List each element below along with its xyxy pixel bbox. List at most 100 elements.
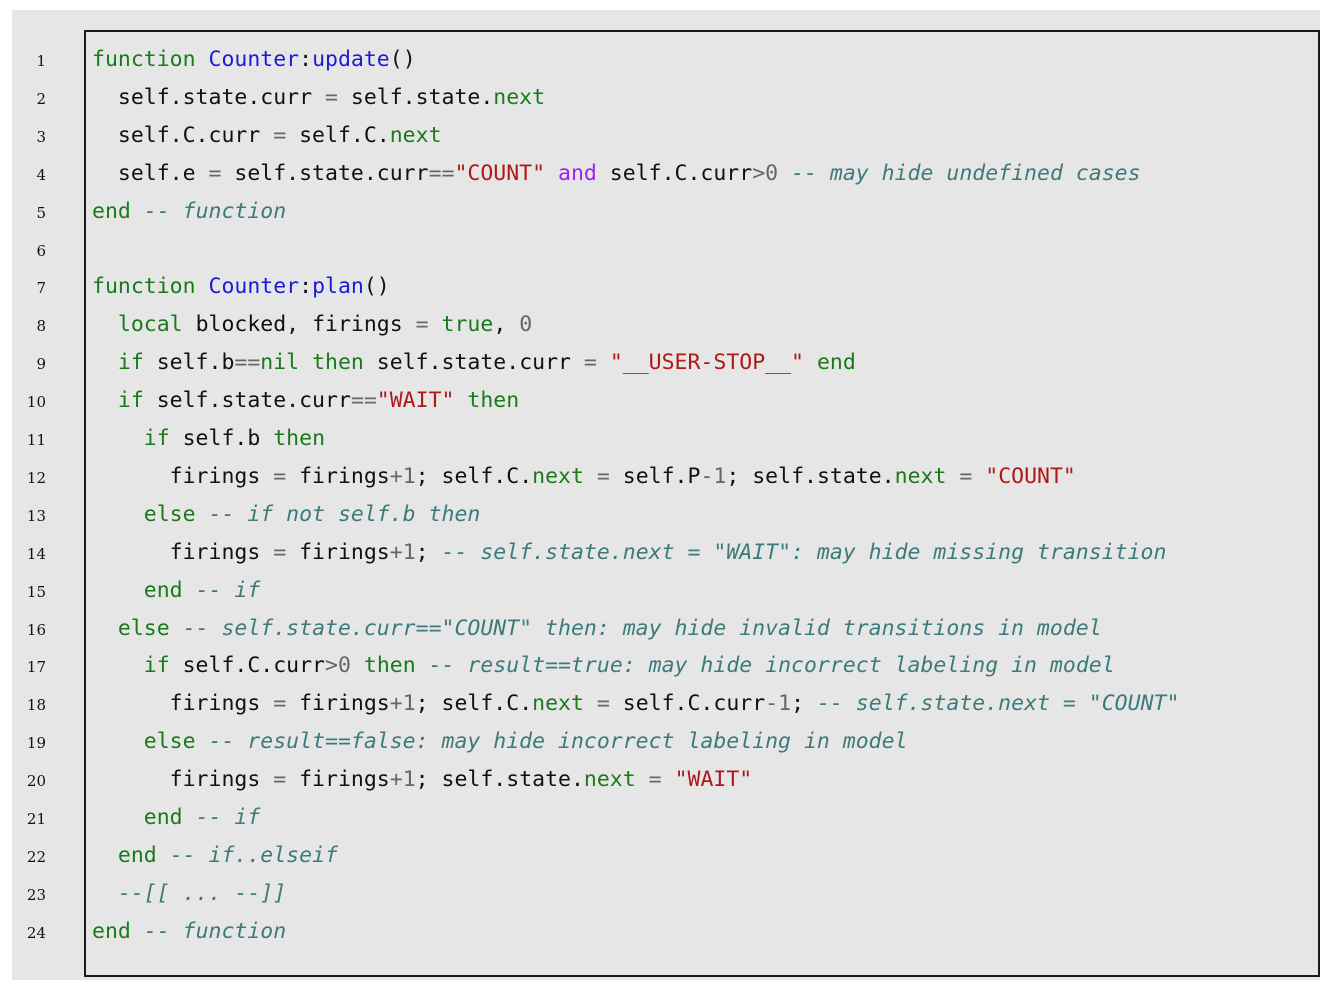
code-token: and — [558, 160, 597, 186]
code-token: ; self.state. — [415, 767, 584, 793]
code-token — [545, 161, 558, 186]
code-token: + — [389, 539, 403, 565]
code-token: firings — [92, 691, 274, 717]
code-token: = — [273, 539, 287, 565]
line-number: 8 — [36, 317, 46, 336]
code-token: self.C. — [286, 122, 390, 148]
line-number: 18 — [26, 696, 46, 715]
code-token: if — [143, 426, 170, 451]
code-token: "COUNT" — [454, 160, 546, 186]
code-token — [778, 161, 791, 186]
code-token: firings — [92, 539, 274, 565]
code-token: self.C.curr — [609, 691, 766, 717]
code-line: end -- function — [92, 197, 286, 227]
code-line: else -- result==false: may hide incorrec… — [92, 727, 908, 757]
code-token: = — [273, 463, 287, 489]
code-line: if self.C.curr>0 then -- result==true: m… — [92, 651, 1115, 681]
code-token — [804, 350, 817, 375]
code-token: then — [363, 653, 416, 679]
code-token — [92, 616, 118, 641]
code-token: self.C.curr — [92, 122, 274, 148]
code-line: else -- if not self.b then — [92, 500, 481, 530]
code-token — [196, 729, 209, 754]
code-token: self.state.curr — [221, 160, 429, 186]
code-token — [92, 502, 144, 527]
line-number: 10 — [26, 393, 46, 412]
code-line: end -- function — [92, 917, 286, 947]
code-token — [92, 426, 144, 451]
code-token — [196, 502, 209, 527]
code-token: self.state.curr — [92, 84, 325, 110]
code-token: () — [363, 274, 390, 300]
code-token: self.P — [609, 463, 701, 489]
code-token: next — [532, 691, 584, 717]
code-token: -- may hide undefined cases — [791, 160, 1141, 186]
code-token: == — [234, 350, 261, 376]
code-token: 1 — [402, 463, 416, 489]
code-token: next — [583, 767, 636, 793]
code-token: = — [208, 160, 222, 186]
code-token: = — [273, 691, 287, 717]
code-token — [946, 464, 959, 489]
code-line: self.C.curr = self.C.next — [92, 121, 442, 151]
code-token: --[[ ... --]] — [117, 880, 287, 906]
line-number: 21 — [26, 810, 46, 828]
code-token: 1 — [713, 463, 727, 489]
code-line: firings = firings+1; self.C.next = self.… — [92, 689, 1180, 719]
code-token: = — [325, 84, 338, 110]
code-token — [299, 350, 312, 375]
code-token: firings — [92, 767, 274, 793]
code-token — [454, 388, 467, 413]
code-token: -- if..elseif — [169, 842, 338, 868]
code-token: else — [117, 615, 170, 641]
code-frame — [84, 30, 1320, 977]
line-number: 11 — [26, 431, 46, 449]
code-token: firings — [286, 767, 390, 793]
code-token — [92, 653, 144, 678]
line-number: 2 — [36, 89, 46, 108]
code-token: Counter — [208, 47, 300, 72]
code-token: = — [596, 463, 610, 489]
code-token — [92, 388, 118, 413]
code-token: plan — [312, 274, 364, 300]
line-number: 22 — [26, 847, 46, 866]
code-token — [416, 653, 429, 678]
code-token: self.C.curr — [596, 160, 753, 186]
code-token: if — [117, 350, 144, 376]
code-line: firings = firings+1; self.state.next = "… — [92, 765, 753, 795]
line-number: 23 — [26, 885, 46, 904]
code-line: function Counter:update() — [92, 45, 416, 75]
code-token: == — [428, 160, 455, 186]
code-token: -- if not self.b then — [208, 501, 481, 527]
code-token: + — [389, 463, 403, 489]
line-number: 9 — [36, 355, 46, 374]
code-token: = — [959, 463, 973, 489]
code-token: ; self.C. — [415, 691, 533, 717]
code-token: end — [92, 918, 131, 944]
code-token: next — [894, 463, 947, 489]
line-number: 12 — [26, 468, 46, 487]
line-number: 20 — [26, 772, 46, 791]
code-token: -- self.state.curr=="COUNT" then: may hi… — [182, 615, 1102, 641]
code-line: end -- if — [92, 576, 261, 606]
line-number: 14 — [26, 544, 46, 563]
code-token — [584, 464, 597, 489]
code-token: function — [92, 274, 196, 300]
code-token: 0 — [519, 312, 533, 338]
code-token: self.state.curr — [363, 350, 584, 376]
code-token: 1 — [402, 767, 416, 793]
code-token: ; self.state. — [726, 463, 895, 489]
code-token: function — [92, 47, 196, 72]
code-token: = — [273, 767, 287, 793]
code-token: firings — [286, 463, 390, 489]
code-line: self.e = self.state.curr=="COUNT" and se… — [92, 159, 1141, 189]
code-token: -- result==true: may hide incorrect labe… — [428, 653, 1115, 679]
code-line: if self.b==nil then self.state.curr = "_… — [92, 348, 856, 378]
line-number: 24 — [26, 923, 46, 942]
code-token: = — [583, 350, 597, 376]
code-token — [92, 843, 118, 868]
code-token: -- if — [195, 805, 261, 830]
code-token: end — [92, 198, 131, 224]
line-number: 13 — [26, 506, 46, 525]
code-token: 1 — [402, 691, 416, 717]
